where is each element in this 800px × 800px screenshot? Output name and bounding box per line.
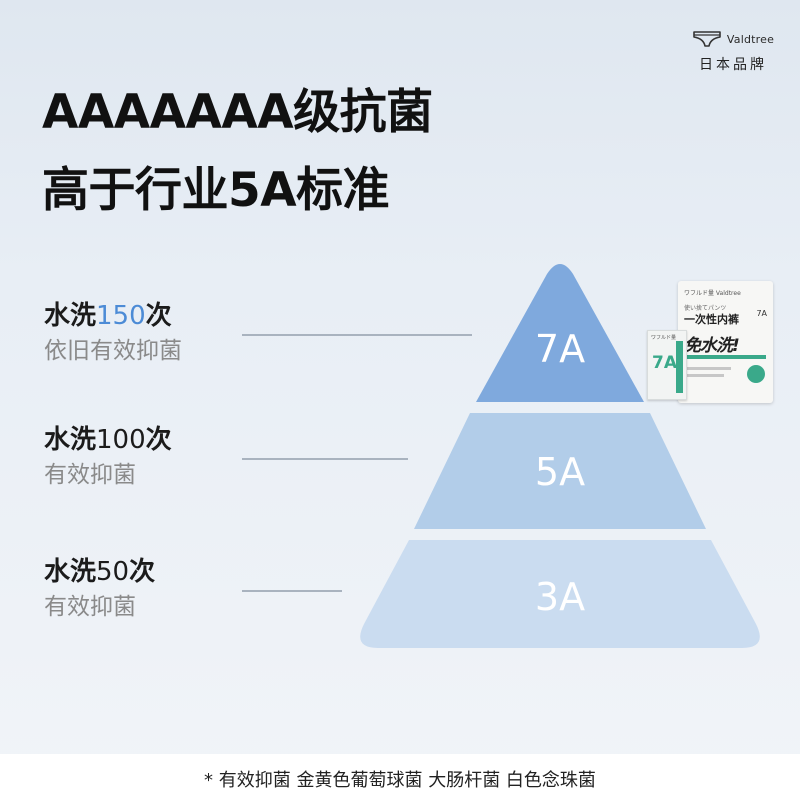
tier-row-50: 水洗50次 有效抑菌 [44, 556, 155, 622]
divider-line [242, 590, 342, 592]
product-package: ワフルド量 Valdtree 使い捨てパンツ 一次性内裤 7A 免水洗! [678, 281, 773, 403]
footer-note: * 有效抑菌 金黄色葡萄球菌 大肠杆菌 白色念珠菌 [204, 770, 596, 791]
package-green-stripe [684, 355, 766, 359]
pyramid-tier-3a [360, 540, 760, 648]
package-grade: 7A [756, 309, 767, 318]
tier-subtitle: 有效抑菌 [44, 594, 136, 620]
headline-line2: 高于行业5A标准 [42, 163, 390, 218]
tier-title: 水洗100次 [44, 425, 172, 455]
headline-line1: AAAAAAA级抗菌 [42, 85, 433, 140]
small-package-text: ワフルド量 [651, 335, 677, 341]
divider-line [242, 458, 408, 460]
small-package-stripe [676, 341, 683, 393]
grade-label-7a: 7A [534, 327, 586, 371]
package-product-name: 一次性内裤 [684, 313, 739, 326]
divider-line [242, 334, 472, 336]
package-big-text: 免水洗! [684, 336, 740, 356]
headline: AAAAAAA级抗菌 高于行业5A标准 [42, 74, 433, 230]
footer-bar: * 有效抑菌 金黄色葡萄球菌 大肠杆菌 白色念珠菌 [0, 754, 800, 800]
tier-title: 水洗50次 [44, 557, 156, 587]
small-package-grade: 7A [652, 353, 677, 373]
tier-row-100: 水洗100次 有效抑菌 [44, 424, 172, 490]
tier-subtitle: 依旧有效抑菌 [44, 338, 182, 364]
grade-label-3a: 3A [534, 575, 586, 619]
grade-label-5a: 5A [534, 450, 586, 494]
product-small-package: ワフルド量 7A [647, 330, 687, 400]
brand-subtitle: 日本品牌 [699, 57, 767, 73]
package-jp-text: 使い捨てパンツ [684, 305, 727, 312]
brand-logo: Valdtree 日本品牌 [688, 30, 778, 74]
package-brand-text: ワフルド量 Valdtree [684, 290, 741, 297]
package-detail-line [686, 367, 731, 370]
pyramid-tier-7a [476, 264, 644, 402]
tier-row-150: 水洗150次 依旧有效抑菌 [44, 300, 182, 366]
package-badge [747, 365, 765, 383]
brand-name: Valdtree [726, 32, 775, 46]
tier-title: 水洗150次 [44, 301, 172, 331]
package-detail-line [686, 374, 724, 377]
pyramid-tier-5a [414, 413, 706, 529]
underwear-icon [693, 31, 721, 47]
tier-subtitle: 有效抑菌 [44, 462, 136, 488]
